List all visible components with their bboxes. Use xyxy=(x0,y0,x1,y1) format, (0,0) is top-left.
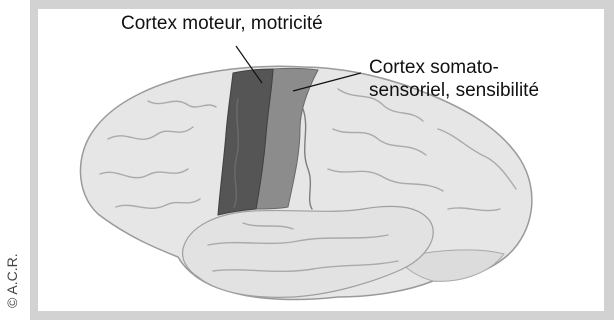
sensory-cortex-label: Cortex somato- sensoriel, sensibilité xyxy=(369,56,539,102)
motor-cortex-label: Cortex moteur, motricité xyxy=(121,12,323,35)
brain-illustration xyxy=(38,9,604,311)
figure-panel: Cortex moteur, motricité Cortex somato- … xyxy=(38,9,604,311)
sensory-cortex-label-line2: sensoriel, sensibilité xyxy=(369,79,539,102)
figure-frame: Cortex moteur, motricité Cortex somato- … xyxy=(30,0,614,320)
copyright-notice: © A.C.R. xyxy=(4,253,20,308)
sensory-cortex-label-line1: Cortex somato- xyxy=(369,56,539,79)
